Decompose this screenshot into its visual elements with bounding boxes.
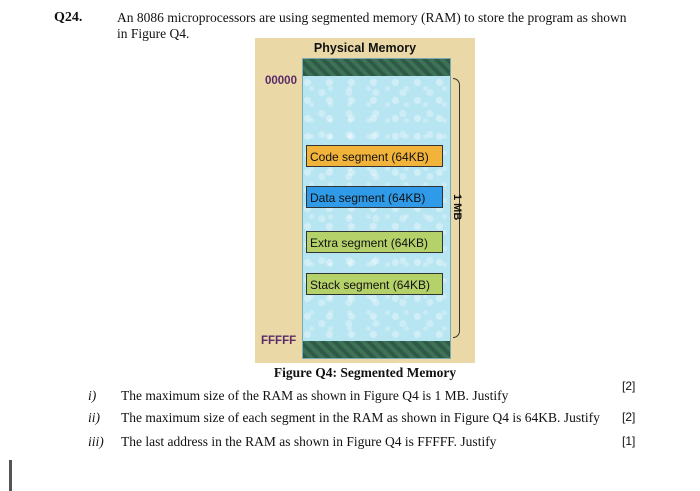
figure-title: Physical Memory — [313, 41, 417, 55]
question-number: Q24. — [54, 10, 83, 25]
subquestion-marks: [2] — [622, 379, 636, 393]
subquestion-number: ii) — [88, 410, 100, 425]
subquestion-text: The last address in the RAM as shown in … — [121, 434, 497, 449]
stack-segment: Stack segment (64KB) — [306, 273, 443, 295]
subquestion-text: The maximum size of each segment in the … — [121, 410, 600, 425]
start-address-label: 00000 — [265, 75, 297, 87]
subquestion-marks: [2] — [622, 410, 636, 424]
memory-block: Code segment (64KB) Data segment (64KB) … — [302, 58, 451, 359]
subquestion-1: i) The maximum size of the RAM as shown … — [0, 379, 700, 406]
subquestion-text: The maximum size of the RAM as shown in … — [121, 388, 509, 403]
memory-top-band — [303, 59, 450, 76]
subquestion-marks: [1] — [622, 434, 636, 448]
question-text: An 8086 microprocessors are using segmen… — [117, 10, 627, 41]
figure-caption: Figure Q4: Segmented Memory — [273, 365, 457, 380]
subquestion-number: i) — [88, 388, 97, 403]
extra-segment: Extra segment (64KB) — [306, 231, 443, 253]
memory-bottom-band — [303, 341, 450, 358]
subquestion-number: iii) — [88, 434, 104, 449]
page-edge-bar — [9, 460, 12, 491]
code-segment: Code segment (64KB) — [306, 145, 443, 167]
physical-memory-figure: Physical Memory 00000 FFFFF Code segment… — [255, 38, 475, 363]
data-segment: Data segment (64KB) — [306, 186, 443, 208]
subquestion-2: ii) The maximum size of each segment in … — [0, 410, 700, 428]
end-address-label: FFFFF — [261, 335, 297, 347]
memory-size-label: 1 MB — [451, 194, 463, 221]
subquestion-3: iii) The last address in the RAM as show… — [0, 434, 700, 452]
